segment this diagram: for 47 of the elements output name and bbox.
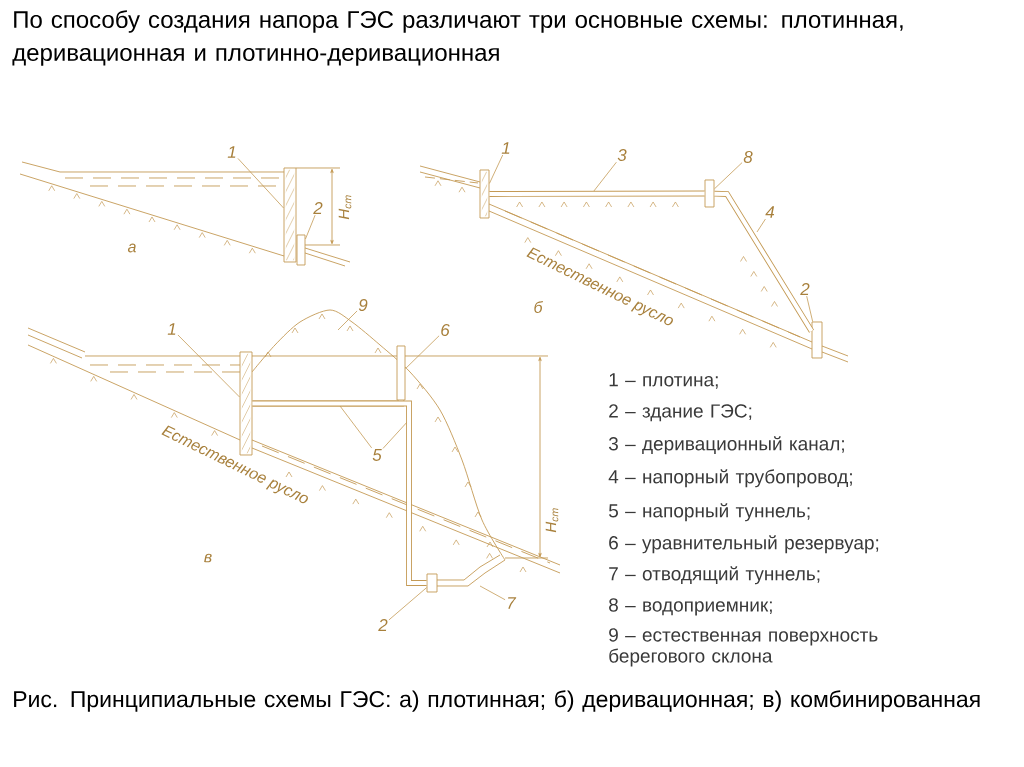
callout-number: 3 xyxy=(617,149,627,161)
structure-box xyxy=(811,321,823,359)
callout-number: 1 xyxy=(167,323,176,335)
leader-line xyxy=(177,334,240,398)
legend-item: 3 – деривационный канал; xyxy=(608,436,844,455)
panel-letter: в xyxy=(204,553,212,563)
leader-line xyxy=(806,295,814,322)
structure-box xyxy=(704,179,715,208)
callout-number: 2 xyxy=(800,283,810,295)
dimension-label: H$_{ст}$ xyxy=(545,508,559,533)
callout-number: 1 xyxy=(227,146,236,158)
leader-line xyxy=(405,335,440,370)
legend-item: 5 – напорный туннель; xyxy=(608,503,810,522)
callout-number: 9 xyxy=(358,299,368,311)
legend-item: 7 – отводящий туннель; xyxy=(609,566,820,585)
leader-line xyxy=(756,218,766,233)
callout-number: 5 xyxy=(372,449,382,461)
callout-number: 2 xyxy=(378,619,388,631)
pipe xyxy=(489,190,705,197)
leader-line xyxy=(714,162,743,190)
structure-box xyxy=(426,573,438,593)
structure-box xyxy=(396,345,406,401)
leader-line xyxy=(305,214,316,240)
title: По способу создания напора ГЭС различают три основные схемы: плотинная, деривационная и плотинно-деривационная xyxy=(12,10,903,66)
legend-item: 6 – уравнительный резервуар; xyxy=(609,535,879,554)
callout-number: 7 xyxy=(508,597,517,609)
leader-line xyxy=(388,587,427,621)
legend-item: 2 – здание ГЭС; xyxy=(609,404,752,422)
dam xyxy=(283,167,297,263)
legend-item: 9 – естественная поверхность берегового склона xyxy=(609,628,878,667)
leader-line xyxy=(479,585,506,601)
leader-line xyxy=(489,154,504,184)
leader-line xyxy=(237,158,284,209)
callout-number: 4 xyxy=(765,206,775,218)
pipe xyxy=(714,190,815,333)
legend-item: 8 – водоприемник; xyxy=(609,598,772,616)
callout-number: 6 xyxy=(441,324,450,336)
legend-item: 1 – плотина; xyxy=(609,373,718,389)
panel-letter: а xyxy=(127,243,136,253)
callout-number: 8 xyxy=(743,151,753,163)
legend-item: 4 – напорный трубопровод; xyxy=(608,469,852,488)
dimension-label: H$_{ст}$ xyxy=(338,195,352,220)
leader-line xyxy=(337,310,358,331)
pipe xyxy=(252,400,427,586)
dam xyxy=(479,169,490,219)
caption: Рис. Принципиальные схемы ГЭС: а) плотинная; б) деривационная; в) комбинированная xyxy=(14,690,980,712)
leader-line xyxy=(339,405,373,449)
